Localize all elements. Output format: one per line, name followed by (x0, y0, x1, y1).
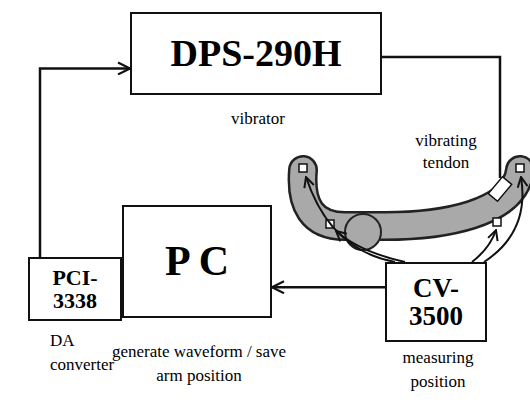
head-circle (345, 214, 381, 250)
vibrator-device (488, 177, 511, 202)
device-caption: generate waveform / save arm position (99, 340, 299, 388)
position-marker (299, 164, 307, 172)
device-box: CV-3500measuring position (385, 262, 487, 342)
arms-body (303, 170, 520, 226)
device-name: DPS-290H (171, 34, 342, 74)
measure-arrow (306, 177, 395, 262)
part-label: vibrating tendon (400, 130, 492, 174)
vibrator-wire (382, 57, 500, 178)
device-name: CV-3500 (403, 274, 469, 331)
position-marker (516, 164, 524, 172)
position-marker (493, 218, 501, 226)
arms-outline (303, 170, 520, 226)
device-box: DPS-290Hvibrator (130, 12, 382, 95)
device-caption: vibrator (198, 107, 318, 131)
device-box: PCI-3338DA converter (28, 257, 122, 321)
device-caption: measuring position (388, 346, 488, 394)
measure-arrow (484, 177, 522, 262)
device-box: P Cgenerate waveform / save arm position (122, 205, 272, 318)
measure-arrow (336, 231, 405, 262)
device-name: PCI-3338 (44, 266, 106, 312)
device-name: P C (165, 239, 229, 283)
signal-arrow (272, 286, 385, 289)
signal-arrow (40, 68, 130, 257)
